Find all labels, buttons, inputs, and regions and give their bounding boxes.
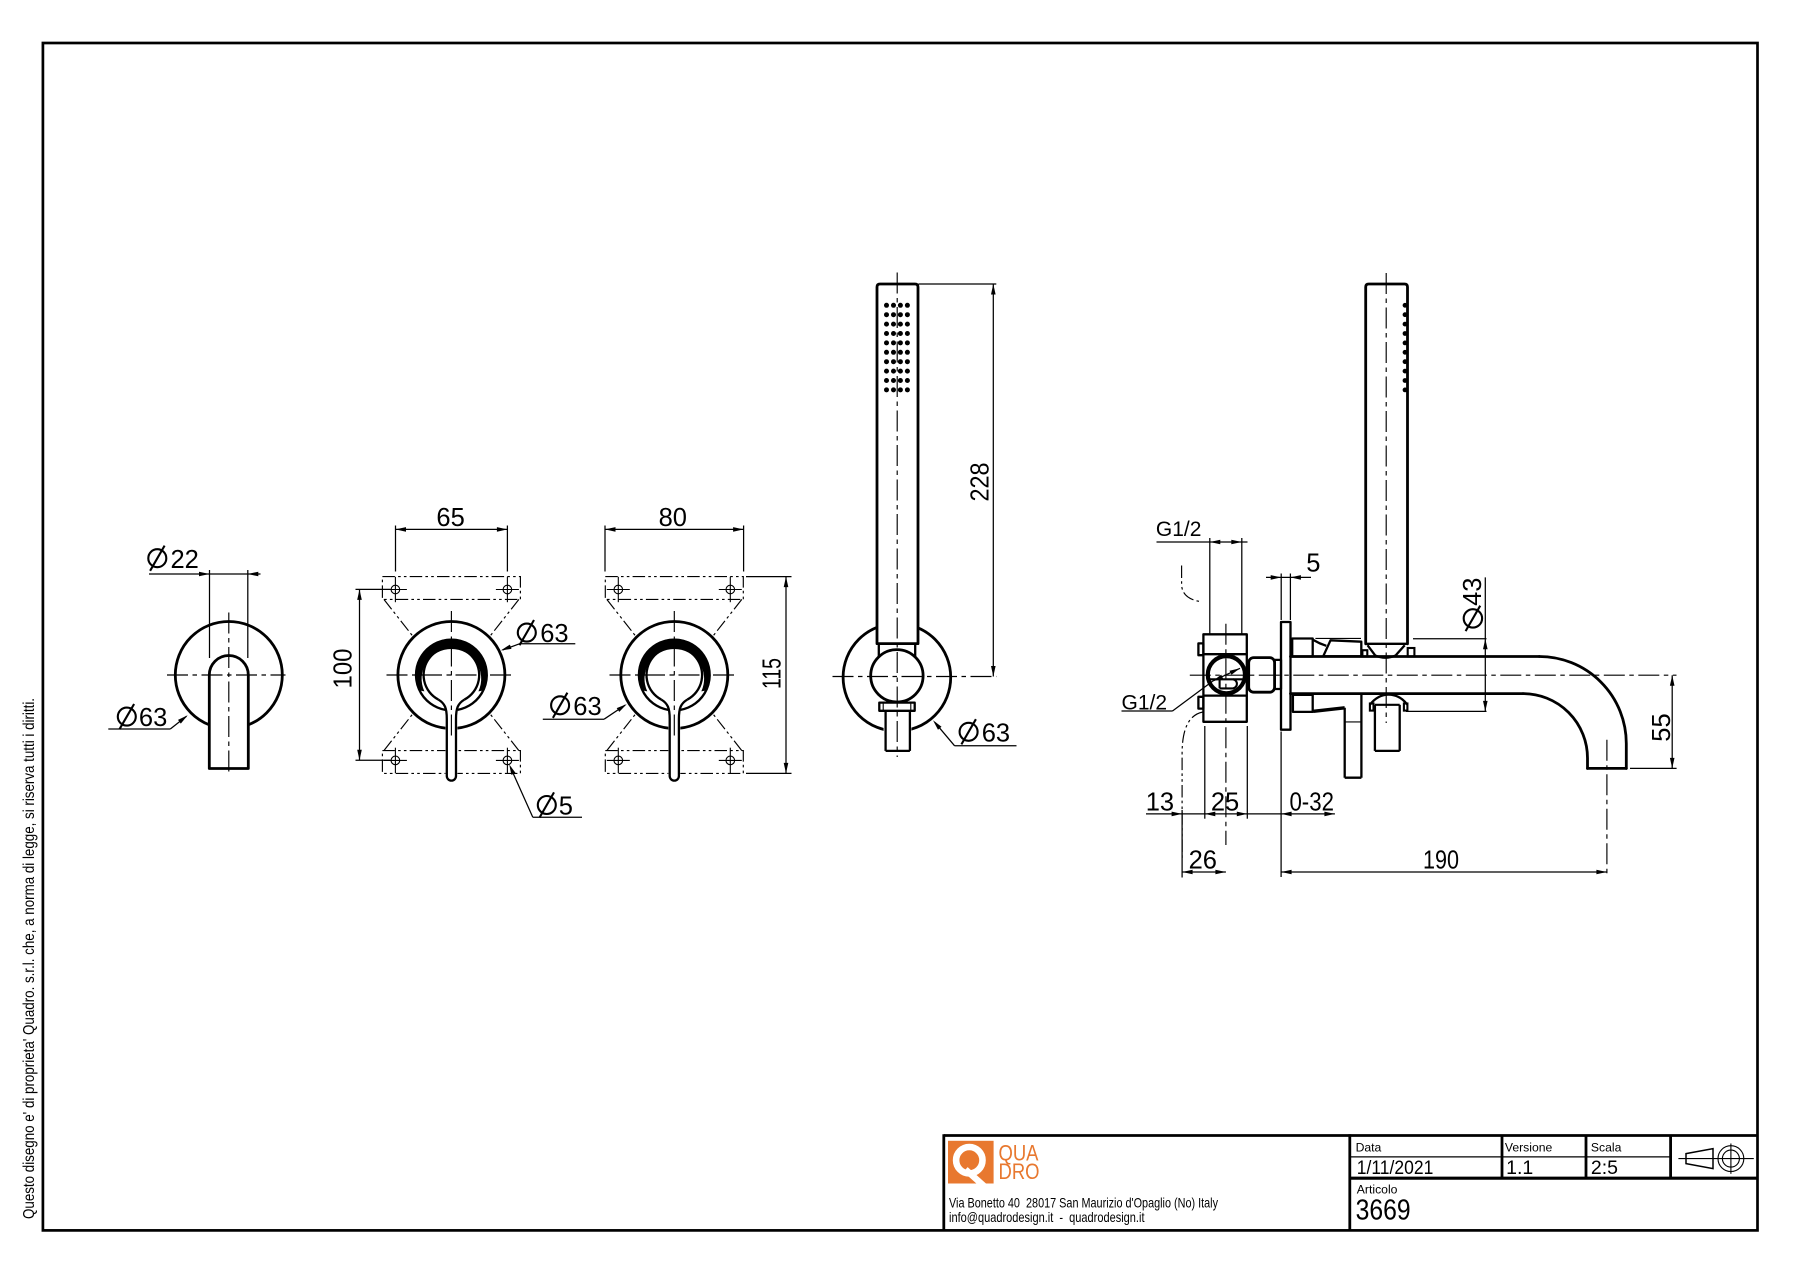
svg-text:43: 43: [1459, 578, 1487, 606]
svg-text:63: 63: [139, 704, 167, 732]
svg-text:G1/2: G1/2: [1156, 518, 1202, 541]
svg-text:3669: 3669: [1356, 1195, 1411, 1227]
svg-text:G1/2: G1/2: [1122, 692, 1168, 715]
svg-text:65: 65: [436, 504, 464, 532]
svg-text:63: 63: [982, 720, 1010, 748]
svg-text:63: 63: [573, 693, 601, 721]
svg-text:22: 22: [171, 546, 199, 574]
svg-text:13: 13: [1146, 789, 1174, 817]
svg-text:1.1: 1.1: [1506, 1157, 1533, 1179]
svg-text:80: 80: [659, 504, 687, 532]
svg-text:DRO: DRO: [999, 1159, 1040, 1184]
svg-text:2:5: 2:5: [1591, 1157, 1618, 1179]
svg-text:25: 25: [1211, 789, 1239, 817]
svg-text:Questo disegno e' di proprieta: Questo disegno e' di proprieta' Quadro. …: [21, 698, 38, 1219]
svg-text:26: 26: [1189, 847, 1217, 875]
svg-text:Articolo: Articolo: [1357, 1182, 1398, 1196]
svg-text:1/11/2021: 1/11/2021: [1357, 1157, 1434, 1179]
svg-text:QUA: QUA: [999, 1141, 1039, 1166]
svg-text:100: 100: [330, 649, 358, 689]
svg-text:5: 5: [1306, 550, 1320, 578]
svg-text:55: 55: [1648, 713, 1676, 741]
svg-text:5: 5: [559, 793, 573, 821]
svg-text:0-32: 0-32: [1289, 789, 1334, 817]
svg-text:115: 115: [758, 658, 786, 689]
svg-text:Via Bonetto 40 28017 San Maur: Via Bonetto 40 28017 San Maurizio d'Opag…: [949, 1196, 1218, 1211]
svg-text:Versione: Versione: [1505, 1141, 1553, 1155]
svg-text:Scala: Scala: [1591, 1141, 1622, 1155]
svg-text:228: 228: [967, 463, 995, 502]
svg-text:info@quadrodesign.it - quadr: info@quadrodesign.it - quadrodesign.it: [949, 1210, 1145, 1225]
svg-text:190: 190: [1423, 847, 1459, 875]
svg-text:Data: Data: [1356, 1141, 1382, 1155]
